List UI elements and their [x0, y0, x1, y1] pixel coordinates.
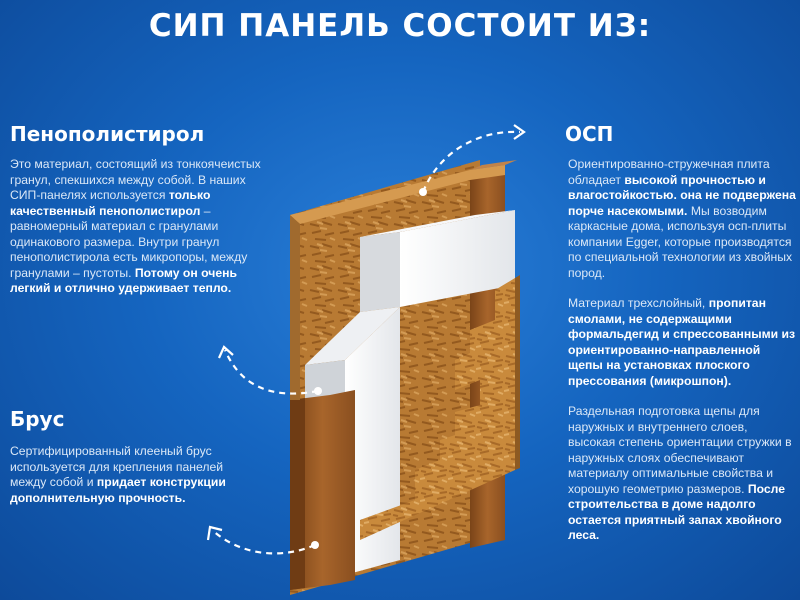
- beam-bold-1: придает конструкции дополнительную прочн…: [10, 475, 226, 505]
- foam-step-top: [305, 307, 400, 365]
- beam-title: Брус: [10, 407, 65, 431]
- polystyrene-point-marker: [314, 387, 322, 395]
- osb-p3-text-1: Раздельная подготовка щепы для наружных …: [568, 404, 792, 496]
- osb-top-strip: [290, 165, 505, 224]
- beam-description: Сертифицированный клееный брус используе…: [10, 444, 260, 506]
- page-title: СИП ПАНЕЛЬ СОСТОИТ ИЗ:: [148, 8, 652, 44]
- osb-p3-bold-1: После строительства в доме надолго остае…: [568, 481, 786, 543]
- osb-left-edge: [290, 215, 300, 400]
- arrow-to-osb-head: [513, 124, 526, 140]
- polystyrene-bold-1: только качественный пенополистирол: [10, 188, 211, 218]
- beam-text-1: Сертифицированный клееный брус используе…: [10, 444, 224, 489]
- osb-paragraph-2: Материал трехслойный, пропитан смолами, …: [568, 296, 796, 389]
- foam-front-lower: [345, 307, 400, 575]
- polystyrene-bold-2: Потому он очень легкий и отлично удержив…: [10, 265, 237, 296]
- polystyrene-title: Пенополистирол: [10, 122, 205, 146]
- beam-left-face: [290, 398, 305, 590]
- osb-p1-text-2: Мы возводим каркасные дома, используя ос…: [568, 203, 793, 280]
- osb-front-edge: [515, 275, 520, 470]
- polystyrene-text-1: Это материал, состоящий из тонкоячеистых…: [10, 157, 261, 202]
- arrow-to-osb: [421, 130, 521, 193]
- osb-point-marker: [419, 188, 427, 196]
- arrow-to-beam: [211, 529, 316, 555]
- osb-title: ОСП: [565, 122, 614, 146]
- arrow-to-beam-head: [206, 525, 223, 541]
- foam-left-upper: [360, 232, 400, 312]
- foam-top: [360, 210, 515, 237]
- beam-point-marker: [311, 541, 319, 549]
- osb-paragraph-3: Раздельная подготовка щепы для наружных …: [568, 404, 796, 544]
- beam-left: [290, 390, 355, 590]
- osb-p1-bold-1: высокой прочностью и влагостойкостью. он…: [568, 172, 796, 218]
- osb-p1-text-1: Ориентированно-стружечная плита обладает: [568, 157, 770, 187]
- arrow-to-polystyrene: [223, 349, 319, 395]
- arrow-to-polystyrene-head: [217, 345, 234, 359]
- polystyrene-description: Это материал, состоящий из тонкоячеистых…: [10, 157, 272, 297]
- osb-front-sheet: [360, 278, 515, 540]
- osb-paragraph-1: Ориентированно-стружечная плита обладает…: [568, 157, 796, 281]
- osb-p2-bold-1: пропитан смолами, не содержащими формаль…: [568, 296, 796, 388]
- polystyrene-text-2: – равномерный материал с гранулами одина…: [10, 203, 248, 280]
- osb-p2-text-1: Материал трехслойный,: [568, 296, 709, 310]
- foam-front-upper: [400, 210, 515, 307]
- osb-description: Ориентированно-стружечная плита обладает…: [568, 157, 796, 559]
- beam-right-top: [470, 160, 517, 170]
